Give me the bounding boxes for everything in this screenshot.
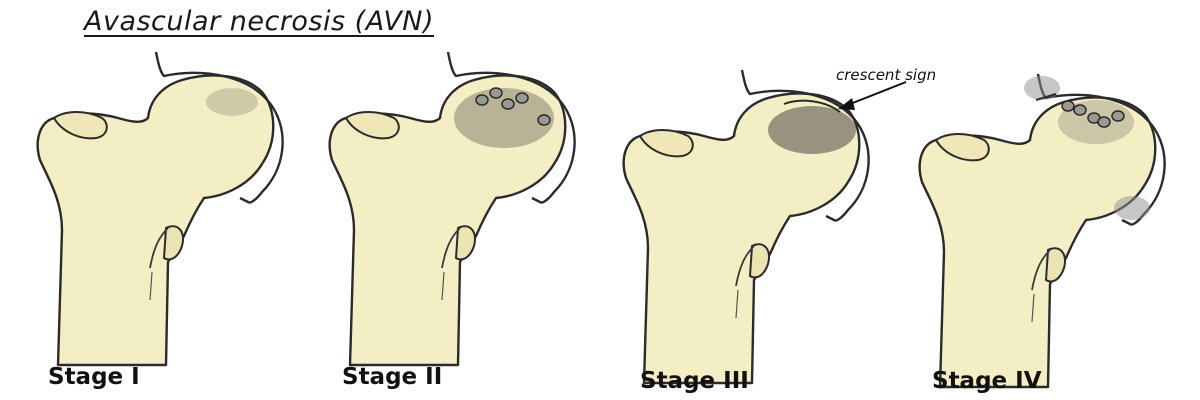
stage-label-2: Stage II [342, 364, 443, 390]
stage-3-crescent-shade [768, 106, 856, 154]
stage-label-3: Stage III [640, 368, 749, 394]
figure-title: Avascular necrosis (AVN) [84, 6, 435, 37]
stage-1-necrosis-shade [206, 88, 258, 116]
stage-label-4: Stage IV [932, 368, 1042, 394]
crescent-sign-label: crescent sign [836, 66, 937, 84]
stage-4-blur-top [1024, 76, 1060, 100]
stage-2-femur [328, 50, 576, 367]
stage-4-femur [918, 72, 1166, 389]
stage-4-blur-bottom [1114, 196, 1150, 220]
crescent-arrow [838, 81, 907, 110]
stage-2-sclerotic-fragments [475, 87, 551, 126]
stage-label-1: Stage I [48, 364, 140, 390]
stage-1-femur [36, 50, 284, 367]
stage-3-femur [622, 68, 870, 385]
stage-4-collapse-fragments [1061, 100, 1125, 128]
crescent-sign-line [783, 99, 841, 113]
stage-4-acetabular-edge [1035, 93, 1057, 101]
